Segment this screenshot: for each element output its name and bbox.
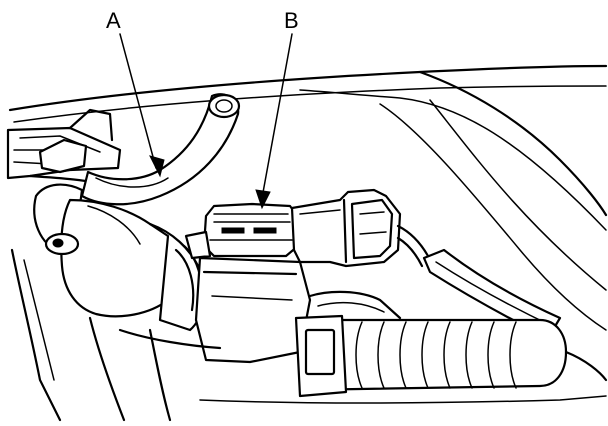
leader-line-b — [261, 33, 293, 199]
arrowhead-b — [255, 189, 271, 210]
left-bracket — [6, 108, 122, 188]
callout-label-b: B — [284, 8, 299, 33]
connector-b — [184, 202, 300, 260]
leader-line-a — [119, 33, 157, 169]
floor-lines — [199, 350, 608, 404]
callout-label-a: A — [106, 8, 121, 33]
hose-a — [80, 93, 241, 206]
lower-housing — [10, 248, 312, 422]
body-panel — [8, 64, 608, 331]
corrugated-conduit — [294, 290, 568, 398]
arrowhead-a — [149, 155, 165, 178]
sensor-fitting — [33, 183, 206, 332]
mating-connector — [290, 188, 402, 268]
